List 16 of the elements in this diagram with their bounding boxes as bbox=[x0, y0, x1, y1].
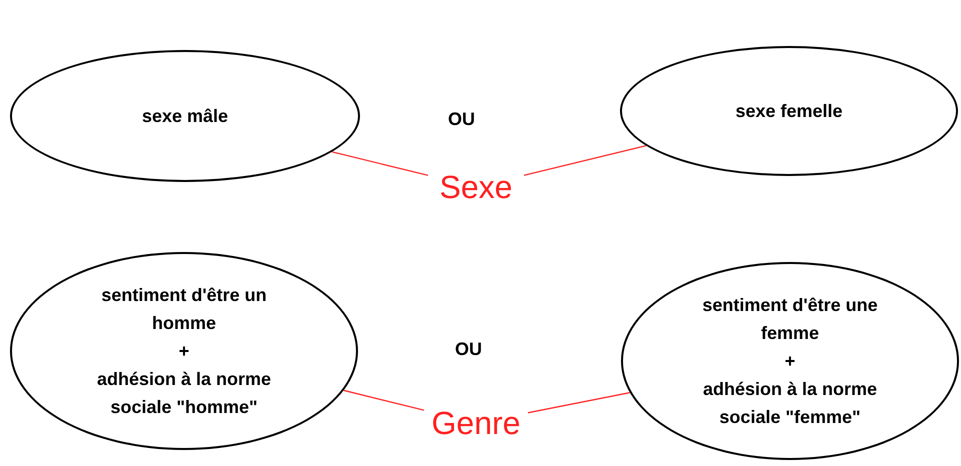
connector-line bbox=[528, 392, 630, 414]
node-text: adhésion à la norme sociale "femme" bbox=[702, 378, 878, 429]
node-text: + bbox=[178, 340, 190, 363]
category-label: Genre bbox=[432, 407, 520, 439]
node-text: sexe femelle bbox=[734, 100, 844, 123]
node-text: sentiment d'être un homme bbox=[100, 284, 268, 335]
node-text: sexe mâle bbox=[140, 105, 230, 128]
connector-line bbox=[344, 390, 424, 411]
category-label: Sexe bbox=[440, 171, 512, 203]
connector-line bbox=[524, 145, 646, 176]
or-label: OU bbox=[448, 108, 475, 131]
connector-line bbox=[332, 151, 428, 176]
node-text: sentiment d'être une femme bbox=[701, 294, 879, 345]
node-text: adhésion à la norme sociale "homme" bbox=[96, 368, 272, 419]
or-label: OU bbox=[455, 338, 482, 361]
node-text: + bbox=[784, 350, 796, 373]
